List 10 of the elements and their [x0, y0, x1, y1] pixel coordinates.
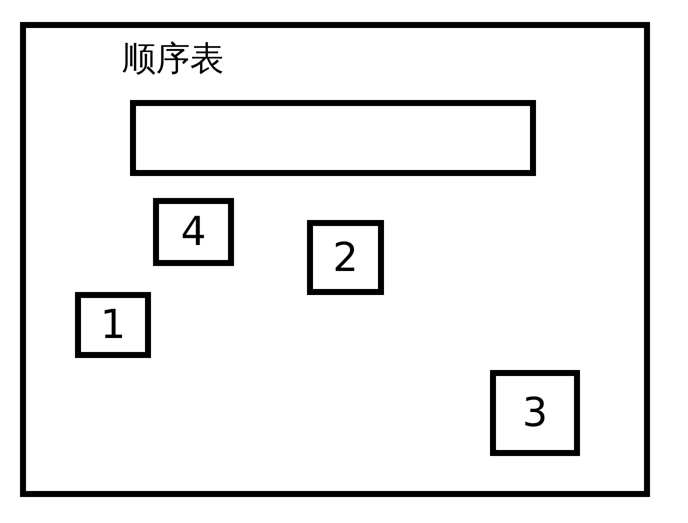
outer-frame: [20, 22, 650, 497]
number-label: 2: [332, 238, 360, 278]
number-box: [307, 220, 384, 295]
number-label: 3: [521, 393, 549, 433]
number-label: 1: [99, 305, 127, 345]
number-box: [490, 370, 580, 456]
number-box: [153, 198, 234, 266]
heading: 顺序表: [122, 42, 224, 76]
number-label: 4: [180, 212, 208, 252]
number-box: [75, 292, 151, 358]
